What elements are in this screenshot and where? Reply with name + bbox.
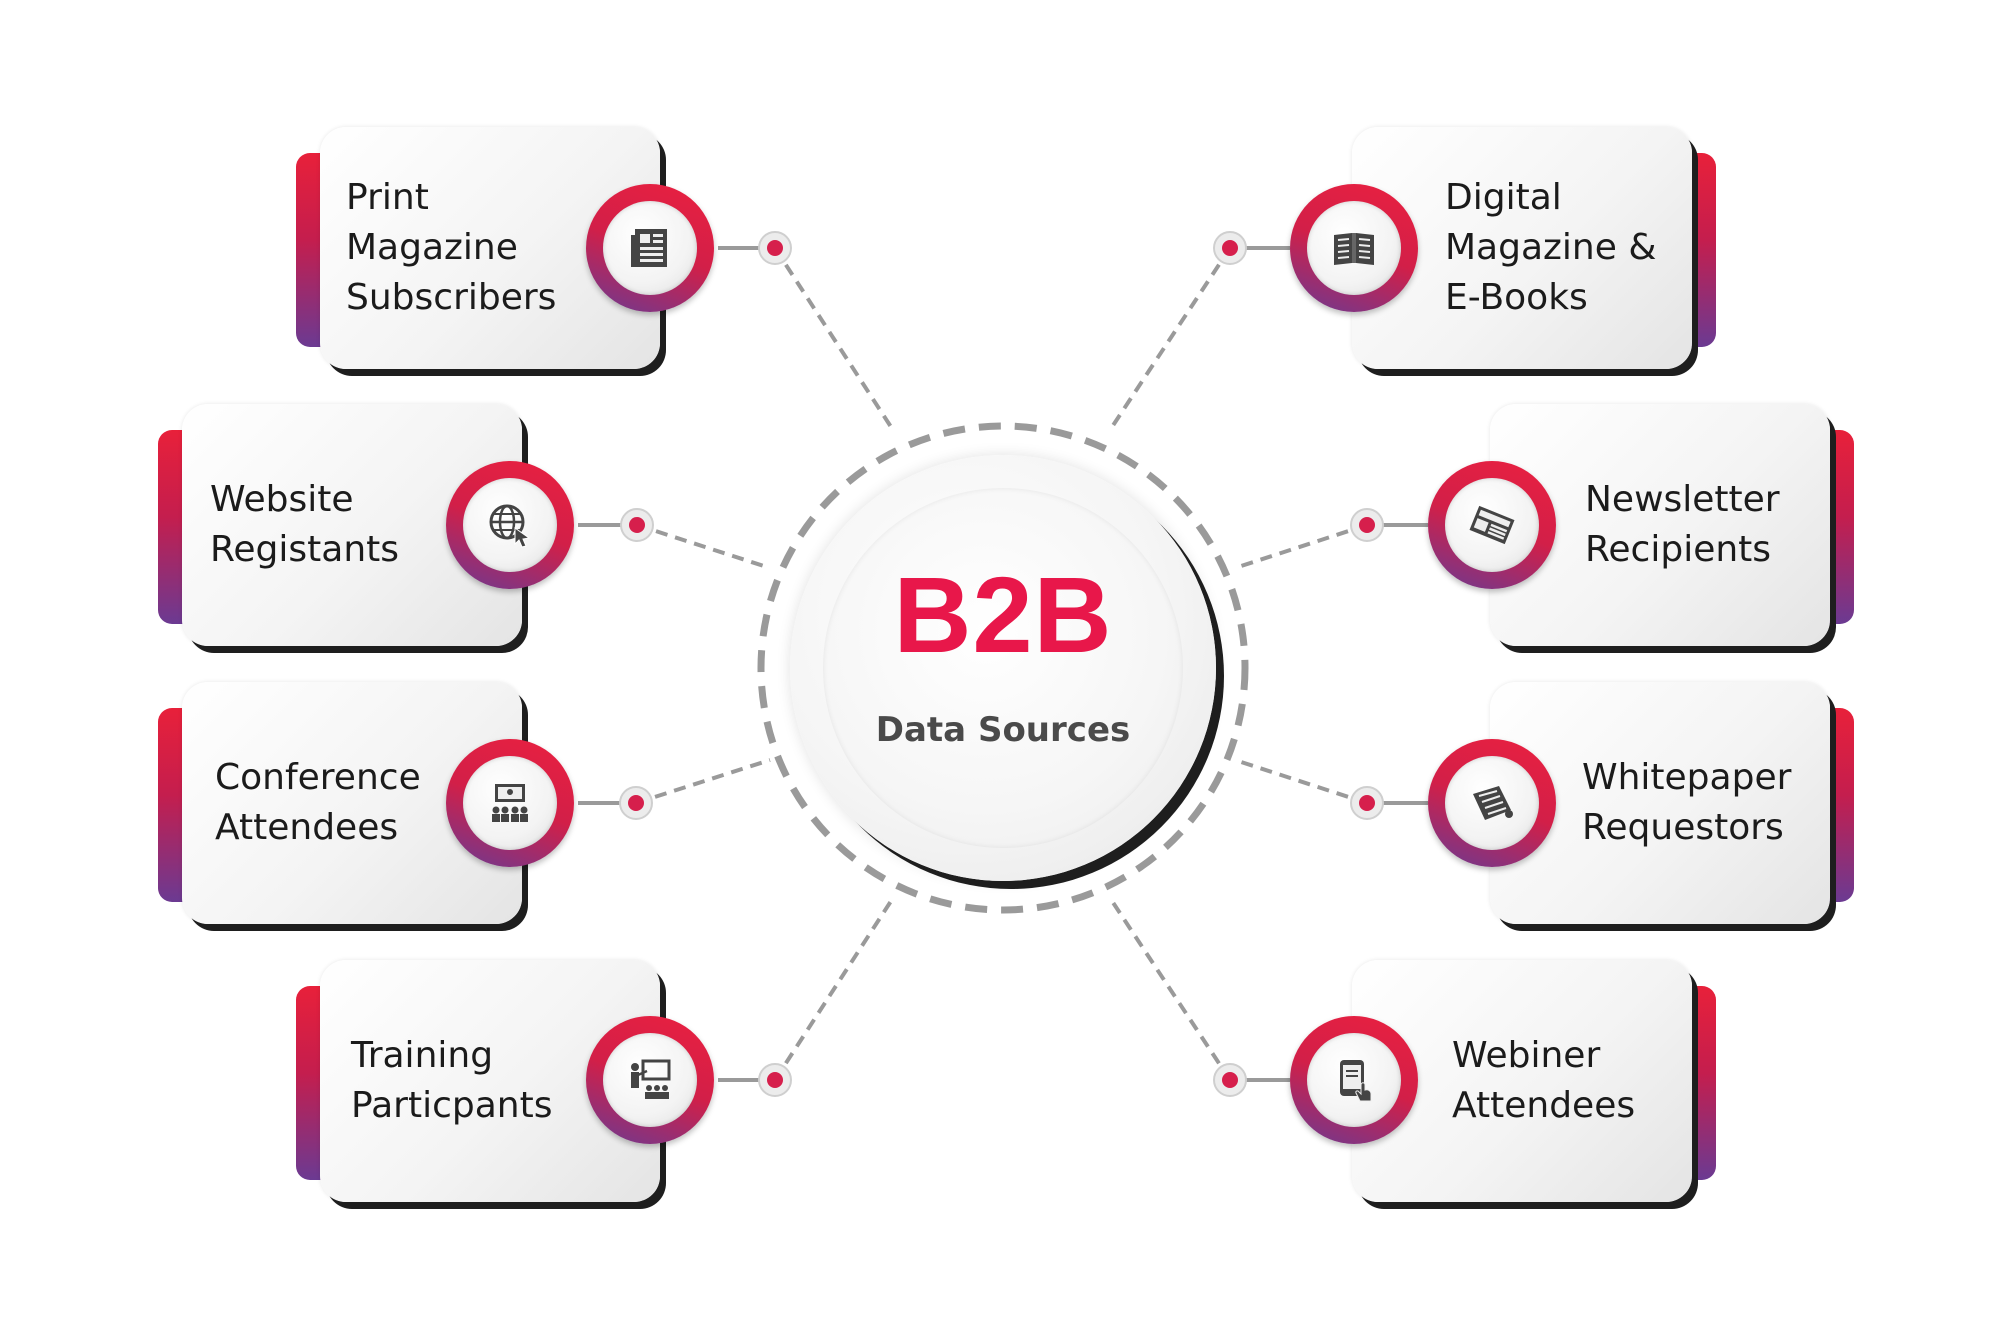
card-label: Training Particpants <box>351 960 552 1202</box>
label-line: Attendees <box>1452 1085 1636 1126</box>
label-line: Training <box>351 1035 494 1076</box>
label-line: E-Books <box>1445 277 1588 318</box>
node-print-magazine <box>586 184 714 312</box>
card-training: Training Particpants <box>296 960 660 1202</box>
node-newsletter <box>1428 461 1556 589</box>
tablet-touch-icon <box>1340 1060 1372 1102</box>
node-website <box>446 461 574 589</box>
connector-dots <box>619 231 1384 1097</box>
label-line: Magazine <box>346 227 518 268</box>
node-training <box>586 1016 714 1144</box>
label-line: Digital <box>1445 177 1562 218</box>
node-digital-magazine <box>1290 184 1418 312</box>
globe-cursor-icon <box>489 504 531 548</box>
card-label: Digital Magazine & E-Books <box>1445 127 1656 369</box>
label-line: Webiner <box>1452 1035 1601 1076</box>
news-paper-icon <box>1469 505 1515 545</box>
label-line: Newsletter <box>1585 479 1780 520</box>
node-whitepaper <box>1428 739 1556 867</box>
label-line: Requestors <box>1582 807 1784 848</box>
label-line: Whitepaper <box>1582 757 1792 798</box>
label-line: Website <box>210 479 354 520</box>
document-scroll-icon <box>1473 786 1513 820</box>
label-line: Conference <box>215 757 421 798</box>
card-label: Webiner Attendees <box>1452 960 1635 1202</box>
card-label: Conference Attendees <box>215 682 421 924</box>
label-line: Print <box>346 177 429 218</box>
node-webinar <box>1290 1016 1418 1144</box>
hub-inner <box>823 488 1183 848</box>
hub-title: B2B <box>893 554 1113 675</box>
open-book-icon <box>1334 233 1374 265</box>
label-line: Recipients <box>1585 529 1772 570</box>
label-line: Magazine & <box>1445 227 1657 268</box>
presentation-audience-icon <box>492 784 528 822</box>
hub-dashed-ring <box>757 422 1249 914</box>
label-line: Attendees <box>215 807 399 848</box>
card-label: Newsletter Recipients <box>1585 404 1780 646</box>
card-label: Whitepaper Requestors <box>1582 682 1791 924</box>
node-conference <box>446 739 574 867</box>
card-label: Print Magazine Subscribers <box>346 127 556 369</box>
card-whitepaper: Whitepaper Requestors <box>1490 682 1854 924</box>
trainer-board-icon <box>631 1059 671 1099</box>
label-line: Particpants <box>351 1085 553 1126</box>
hub-circle: B2B Data Sources <box>790 455 1216 881</box>
newspaper-icon <box>631 229 667 267</box>
card-label: Website Registants <box>210 404 399 646</box>
label-line: Registants <box>210 529 400 570</box>
hub-subtitle: Data Sources <box>875 710 1131 750</box>
label-line: Subscribers <box>346 277 557 318</box>
